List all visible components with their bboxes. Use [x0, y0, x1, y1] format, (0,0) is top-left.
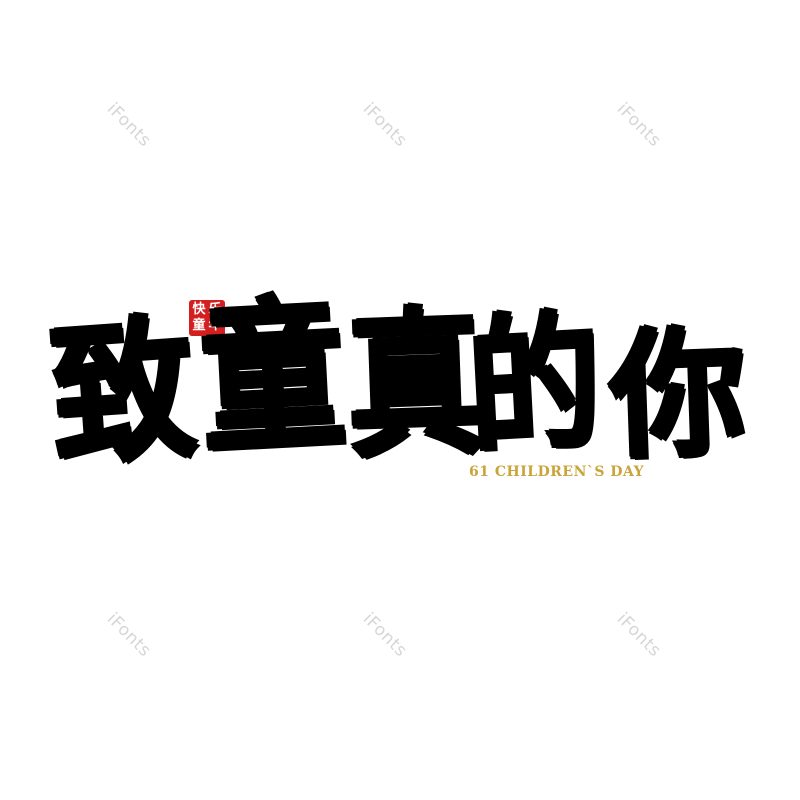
watermark-top-right: iFonts — [612, 98, 665, 152]
seal-stamp: 快 乐 童 年 — [189, 300, 225, 336]
title-char-3: 真 — [344, 290, 486, 480]
title-char-5: 你 — [607, 311, 749, 479]
watermark-bottom-right: iFonts — [612, 608, 665, 662]
seal-char-1: 快 — [192, 302, 206, 317]
title-char-2: 童 — [196, 278, 350, 476]
watermark-top-center: iFonts — [358, 98, 411, 152]
title-char-1: 致 — [45, 298, 201, 488]
subtitle-childrens-day: 61 CHILDREN`S DAY — [469, 464, 645, 480]
watermark-bottom-center: iFonts — [358, 608, 411, 662]
seal-char-3: 童 — [192, 318, 206, 333]
calligraphy-title: 致 童 真 的 你 — [45, 278, 768, 500]
seal-char-2: 乐 — [208, 302, 222, 317]
seal-char-4: 年 — [208, 318, 222, 333]
watermark-bottom-left: iFonts — [102, 608, 155, 662]
title-char-4: 的 — [464, 295, 606, 475]
watermark-top-left: iFonts — [102, 98, 155, 152]
